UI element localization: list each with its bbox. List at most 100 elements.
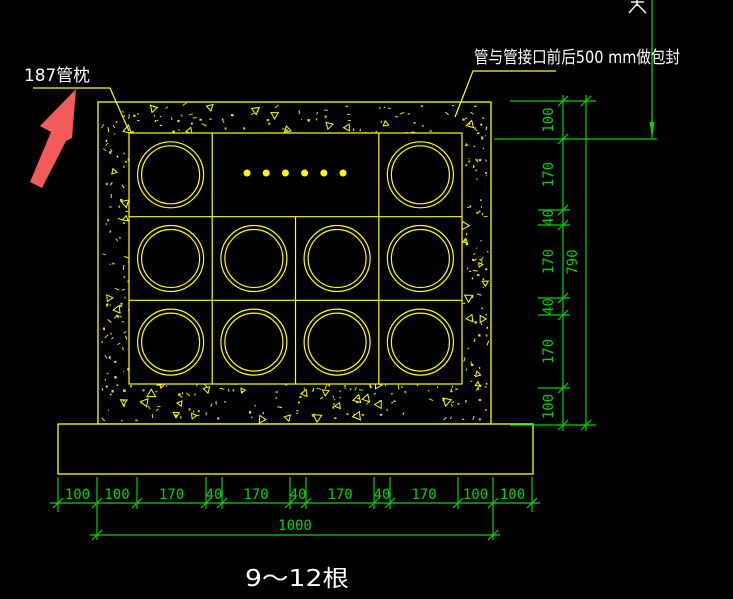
hatch-stroke xyxy=(274,104,279,109)
hatch-dot xyxy=(457,403,460,405)
pipe-inner-circle xyxy=(390,228,450,289)
pipe-outer-circle xyxy=(137,141,205,209)
hatch-dot xyxy=(383,106,386,108)
hatch-dot xyxy=(111,389,114,393)
hatch-stroke xyxy=(109,182,113,186)
hatch-dot xyxy=(478,334,481,337)
pipe-outer-circle xyxy=(220,308,288,376)
hatch-dot xyxy=(465,368,468,371)
pipe-outer-circle xyxy=(386,224,454,293)
continuation-dot xyxy=(262,169,270,177)
hatch-dot xyxy=(101,341,103,343)
hatch-stroke xyxy=(397,384,400,390)
pipe-inner-circle xyxy=(224,312,284,372)
hatch-dot xyxy=(328,384,330,387)
hatch-dot xyxy=(478,210,481,213)
hatch-dot xyxy=(369,386,373,389)
hatch-triangle xyxy=(283,124,292,133)
dimension-tick xyxy=(200,497,212,509)
dimension-tick xyxy=(580,95,592,107)
pipe-outer-circle xyxy=(137,224,205,293)
hatch-stroke xyxy=(311,413,314,418)
hatch-stroke xyxy=(476,158,479,163)
hatch-triangle xyxy=(258,414,267,424)
hatch-stroke xyxy=(250,112,255,116)
hatch-dot xyxy=(411,131,414,133)
hatch-dot xyxy=(485,171,487,174)
hatch-dot xyxy=(108,356,111,359)
hatch-dot xyxy=(297,401,300,404)
hatch-stroke xyxy=(121,184,125,189)
hatch-stroke xyxy=(104,334,109,339)
hatch-stroke xyxy=(117,217,123,221)
hatch-triangle xyxy=(299,388,308,398)
hatch-stroke xyxy=(113,314,118,319)
hatch-dot xyxy=(470,361,472,364)
hatch-stroke xyxy=(204,383,208,388)
hatch-triangle xyxy=(106,294,114,303)
dim-label: 170 xyxy=(541,339,557,364)
hatch-dot xyxy=(123,389,126,392)
hatch-dot xyxy=(201,123,205,125)
pipe-pillow-leader-line xyxy=(33,87,130,132)
hatch-stroke xyxy=(475,158,477,162)
hatch-dot xyxy=(123,115,126,117)
hatch-dot xyxy=(473,145,476,147)
hatch-dot xyxy=(481,260,483,264)
pipe-inner-circle xyxy=(307,312,367,372)
hatch-dot xyxy=(481,307,483,310)
dim-label: 40 xyxy=(374,487,391,503)
dim-label: 170 xyxy=(159,487,184,503)
hatch-dot xyxy=(400,386,403,388)
hatch-triangle xyxy=(361,393,371,403)
hatch-triangle xyxy=(478,261,484,268)
dim-label: 40 xyxy=(541,298,557,315)
hatch-triangle xyxy=(205,103,214,112)
hatch-dot xyxy=(468,122,471,125)
pipe-inner-circle xyxy=(224,228,284,289)
hatch-dot xyxy=(118,237,121,239)
hatch-dot xyxy=(421,125,424,127)
hatch-dot xyxy=(416,384,419,386)
hatch-triangle xyxy=(373,399,382,410)
hatch-dot xyxy=(485,314,488,316)
hatch-stroke xyxy=(366,401,370,405)
dimension-tick xyxy=(131,497,143,509)
hatch-dot xyxy=(462,118,465,121)
hatch-stroke xyxy=(100,123,105,129)
hatch-dot xyxy=(470,363,474,366)
hatch-dot xyxy=(469,205,472,208)
dimension-tick xyxy=(368,497,380,509)
hatch-dot xyxy=(172,130,175,133)
hatch-dot xyxy=(133,114,136,117)
hatch-dot xyxy=(473,374,475,376)
hatch-dot xyxy=(178,393,181,396)
hatch-dot xyxy=(109,206,112,208)
hatch-stroke xyxy=(486,340,490,346)
hatch-stroke xyxy=(472,415,475,420)
dim-label: 100 xyxy=(541,394,557,419)
hatch-stroke xyxy=(147,405,151,410)
pipe-outer-circle xyxy=(303,308,371,376)
dimension-tick xyxy=(580,419,592,431)
hatch-dot xyxy=(103,327,105,331)
hatch-dot xyxy=(105,182,108,186)
hatch-dot xyxy=(190,122,193,125)
encasement-note-leader-line xyxy=(454,70,556,118)
hatch-dot xyxy=(157,119,159,121)
dimension-tick xyxy=(557,309,569,321)
hatch-stroke xyxy=(121,288,125,291)
hatch-dot xyxy=(243,127,246,130)
hatch-stroke xyxy=(165,106,169,110)
hatch-dot xyxy=(177,119,180,123)
hatch-dot xyxy=(313,413,315,415)
hatch-dot xyxy=(478,367,481,369)
hatch-triangle xyxy=(122,124,133,134)
hatch-stroke xyxy=(111,336,114,340)
continuation-dot xyxy=(339,169,347,177)
hatch-stroke xyxy=(101,388,104,391)
hatch-dot xyxy=(104,379,107,381)
hatch-stroke xyxy=(107,127,110,133)
hatch-stroke xyxy=(373,392,377,395)
